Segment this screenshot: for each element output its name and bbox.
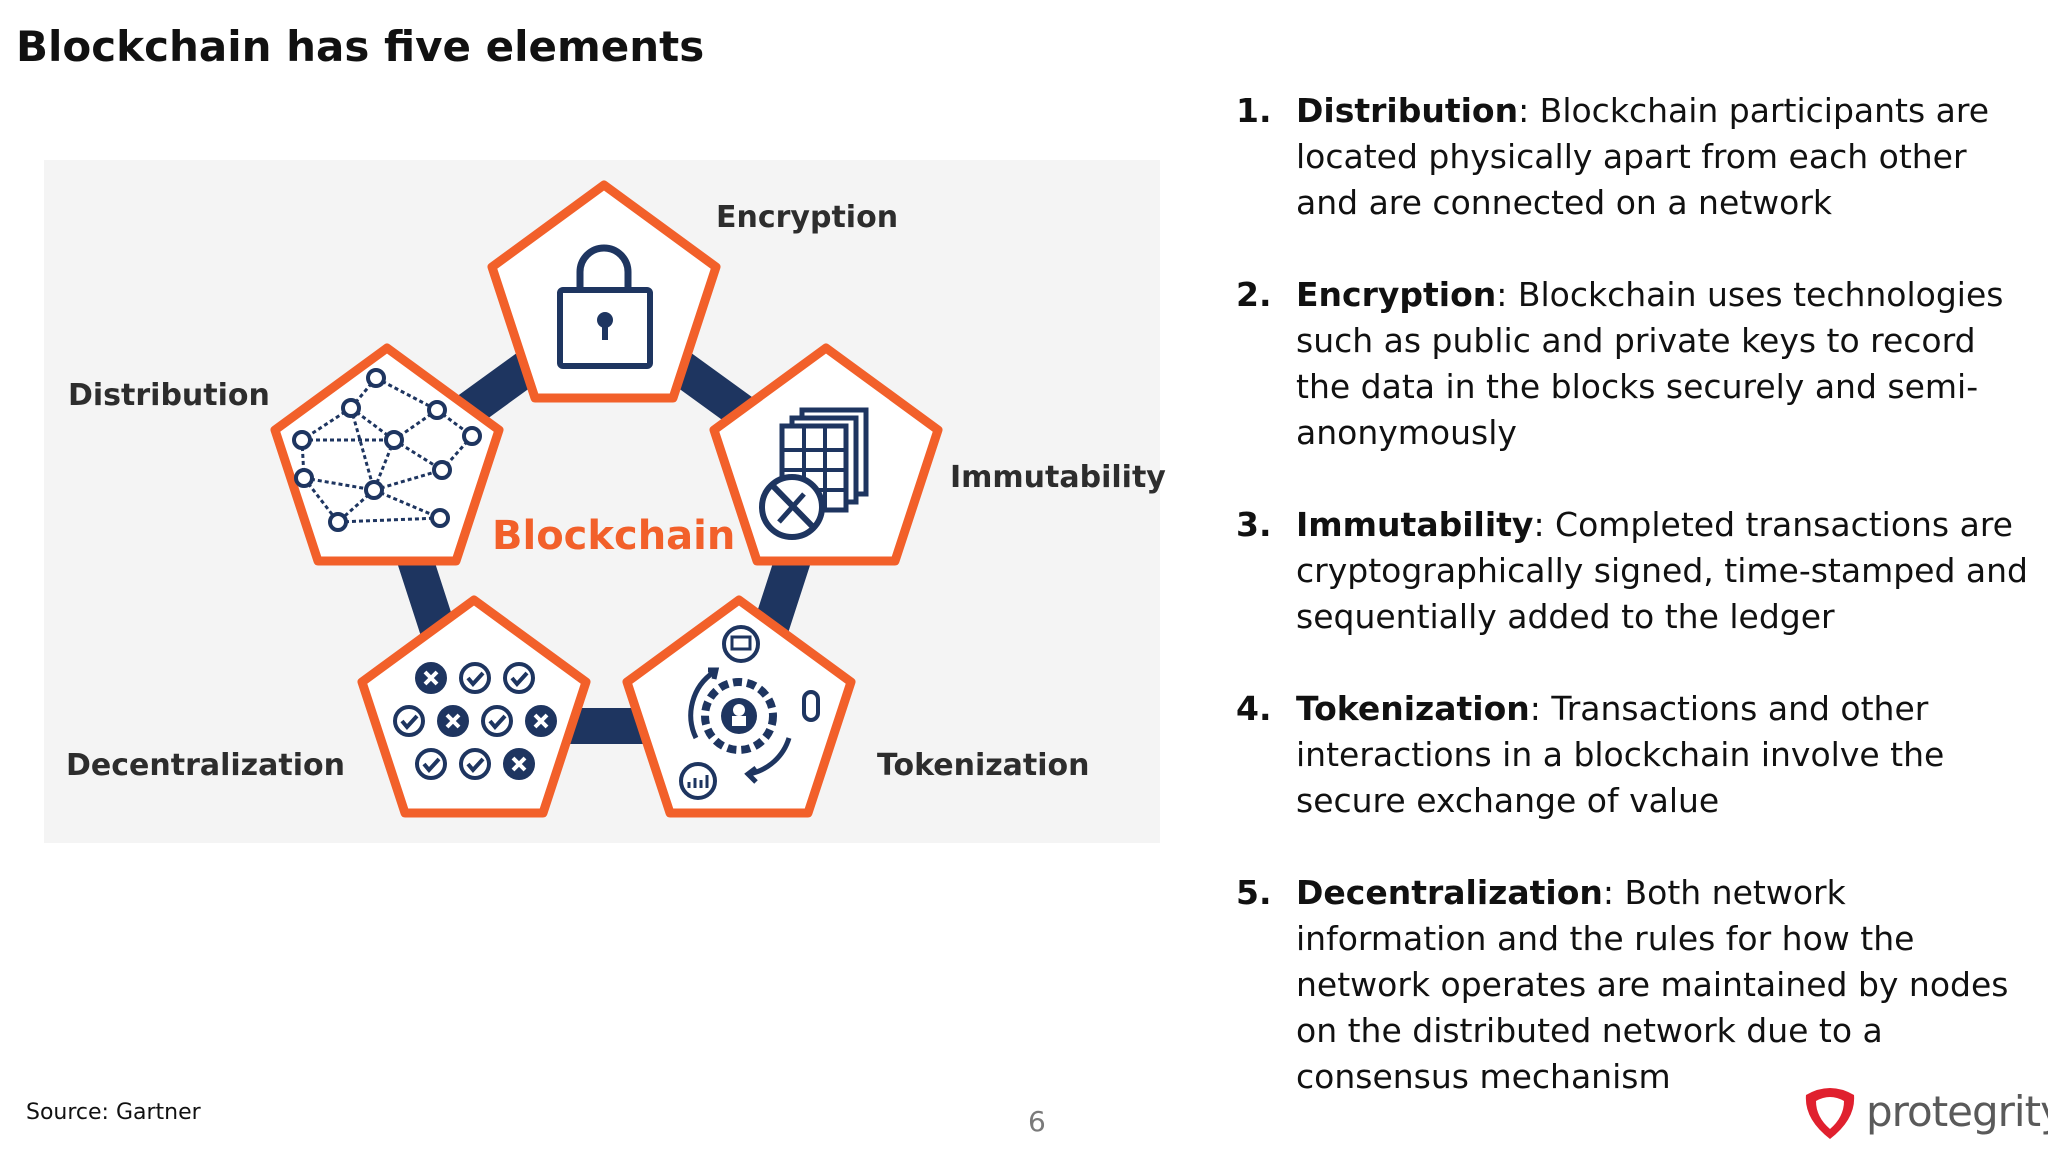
item-text: : Blockchain participants are located ph…	[1296, 91, 1990, 222]
logo-mark-icon	[1805, 1088, 1855, 1139]
item-text: : Completed transactions are cryptograph…	[1296, 505, 2028, 636]
blockchain-diagram: Blockchain Encryption Distribution Immut…	[44, 160, 1166, 843]
item-text: : Blockchain uses technologies such as p…	[1296, 275, 2004, 452]
list-item: 3. Immutability: Completed transactions …	[1236, 502, 2036, 640]
list-item: 2. Encryption: Blockchain uses technolog…	[1236, 272, 2036, 456]
distribution-node	[270, 343, 504, 566]
item-text: : Both network information and the rules…	[1296, 873, 2009, 1096]
ledger-icon	[759, 407, 869, 540]
logo-wordmark: protegrity	[1866, 1087, 2048, 1136]
token-exchange-icon	[679, 625, 820, 800]
lock-icon	[557, 244, 653, 369]
item-text: : Transactions and other interactions in…	[1296, 689, 1945, 820]
item-term: Tokenization	[1296, 689, 1530, 728]
page-number: 6	[1028, 1105, 1046, 1138]
protegrity-logo: protegrity	[1800, 1083, 2048, 1143]
diagram-graphic	[270, 180, 943, 818]
element-list: 1. Distribution: Blockchain participants…	[1236, 88, 2036, 1146]
item-term: Distribution	[1296, 91, 1519, 130]
immutability-node	[709, 343, 943, 566]
network-nodes	[292, 368, 482, 532]
label-encryption: Encryption	[716, 200, 899, 235]
item-number: 3.	[1236, 505, 1272, 544]
tokenization-node	[622, 595, 856, 818]
label-immutability: Immutability	[950, 460, 1166, 495]
list-item: 1. Distribution: Blockchain participants…	[1236, 88, 2036, 226]
center-label: Blockchain	[492, 513, 736, 559]
slide-title: Blockchain has five elements	[16, 22, 705, 71]
source-note: Source: Gartner	[26, 1100, 201, 1125]
list-item: 5. Decentralization: Both network inform…	[1236, 870, 2036, 1100]
item-number: 4.	[1236, 689, 1272, 728]
decentralization-node	[357, 595, 591, 818]
item-number: 5.	[1236, 873, 1272, 912]
item-term: Immutability	[1296, 505, 1534, 544]
label-decentralization: Decentralization	[66, 748, 345, 783]
item-number: 2.	[1236, 275, 1272, 314]
list-item: 4. Tokenization: Transactions and other …	[1236, 686, 2036, 824]
item-term: Decentralization	[1296, 873, 1603, 912]
label-tokenization: Tokenization	[877, 748, 1090, 783]
label-distribution: Distribution	[68, 378, 270, 413]
consensus-icon	[393, 662, 557, 780]
item-term: Encryption	[1296, 275, 1497, 314]
encryption-node	[487, 180, 721, 403]
item-number: 1.	[1236, 91, 1272, 130]
